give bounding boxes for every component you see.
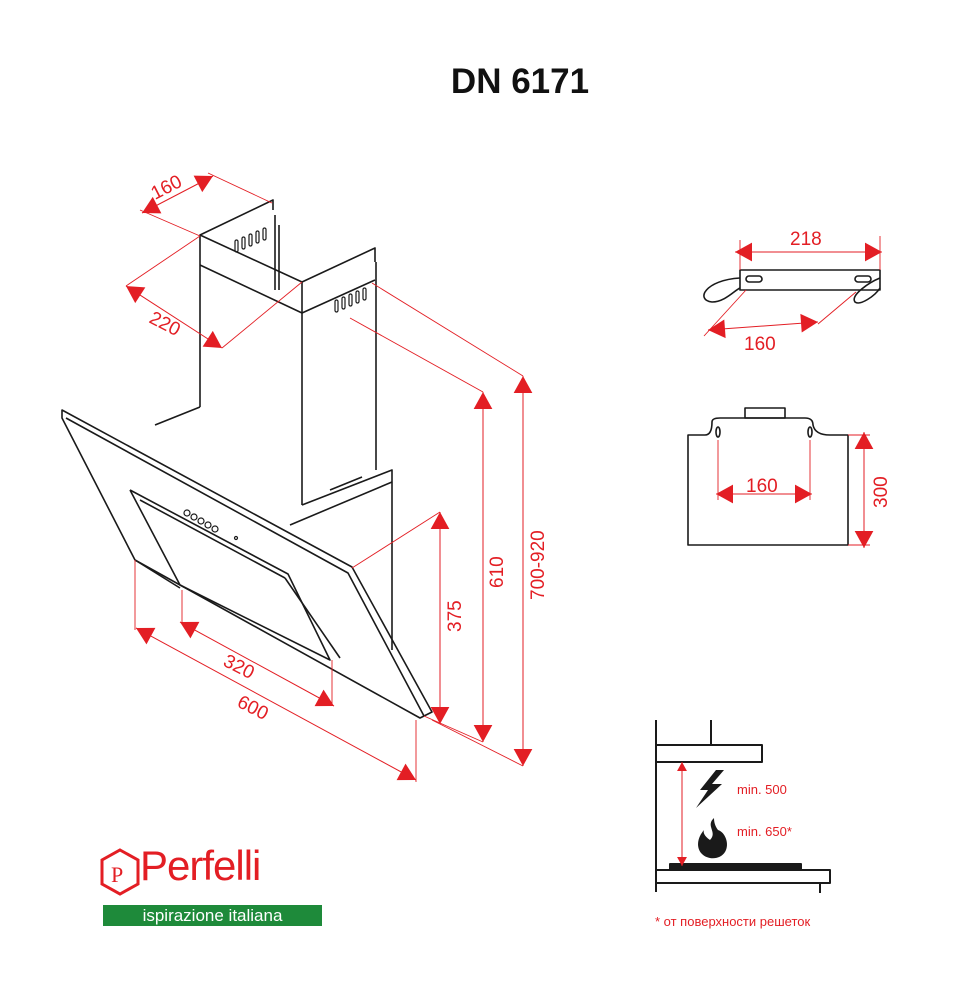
dimension-arrowhead	[136, 627, 156, 645]
dim-bracket-height: 300	[871, 476, 892, 508]
extension-line	[125, 235, 201, 287]
top-view	[703, 269, 881, 304]
dim-height-min: 610	[487, 556, 508, 588]
dimension-arrowhead	[795, 484, 812, 504]
dim-body-height: 375	[445, 600, 466, 632]
chimney-cover	[154, 262, 393, 650]
dimension-arrowhead	[142, 196, 162, 214]
brand-slogan: ispirazione italiana	[103, 905, 322, 926]
dimension-arrowhead	[677, 762, 687, 771]
dim-width: 600	[234, 692, 272, 725]
dimension-arrowhead	[193, 175, 213, 193]
extension-line	[349, 317, 484, 393]
chimney-upper	[199, 199, 376, 313]
gas-min-label: min. 650*	[737, 824, 792, 839]
dim-bracket-holes: 160	[746, 476, 778, 497]
lightning-icon	[696, 770, 724, 808]
extension-line	[221, 281, 303, 349]
dimension-arrowhead	[708, 319, 726, 339]
model-title: DN 6171	[450, 62, 590, 101]
dimension-line	[125, 285, 223, 349]
extension-line	[703, 289, 747, 337]
extension-line	[423, 715, 484, 743]
dim-top-view-width: 218	[790, 229, 822, 250]
dimension-line	[135, 627, 417, 781]
dimension-line	[179, 621, 335, 707]
dimension-arrowhead	[677, 857, 687, 866]
extension-line	[817, 291, 857, 325]
dimension-arrowhead	[314, 689, 334, 707]
dimension-arrowhead	[396, 763, 416, 781]
extension-line	[431, 719, 524, 767]
dim-chimney-width: 220	[146, 308, 184, 341]
extension-line	[207, 172, 273, 204]
svg-text:P: P	[111, 862, 123, 887]
footnote: * от поверхности решеток	[655, 914, 810, 929]
dimension-arrowhead	[430, 707, 450, 724]
dimension-arrowhead	[473, 392, 493, 409]
dimension-arrowhead	[854, 432, 874, 449]
installation-diagram	[655, 720, 831, 893]
dimension-arrowhead	[126, 286, 146, 304]
glass-panel	[61, 409, 433, 719]
dimension-arrowhead	[716, 484, 733, 504]
dimension-arrowhead	[473, 725, 493, 742]
flame-icon	[698, 818, 728, 859]
dimension-arrowhead	[513, 749, 533, 766]
dimension-arrowhead	[800, 313, 818, 333]
dimension-arrowhead	[735, 242, 752, 262]
dim-inner-width: 320	[220, 651, 258, 684]
extension-line	[371, 282, 524, 377]
extension-line	[351, 511, 441, 569]
perfelli-logo-icon: P	[100, 848, 140, 896]
dimension-arrowhead	[865, 242, 882, 262]
dimension-arrowhead	[180, 621, 200, 639]
dimension-arrowhead	[202, 330, 222, 348]
bracket-view	[687, 407, 849, 546]
dimension-arrowhead	[430, 512, 450, 529]
dimension-arrowhead	[513, 376, 533, 393]
dimension-arrowhead	[854, 531, 874, 548]
brand-name: Perfelli	[140, 842, 261, 889]
dim-height-range: 700-920	[528, 530, 549, 600]
dim-top-view-holes: 160	[744, 334, 776, 355]
electric-min-label: min. 500	[737, 782, 787, 797]
dimension-line	[707, 321, 819, 331]
extension-line	[139, 209, 201, 237]
